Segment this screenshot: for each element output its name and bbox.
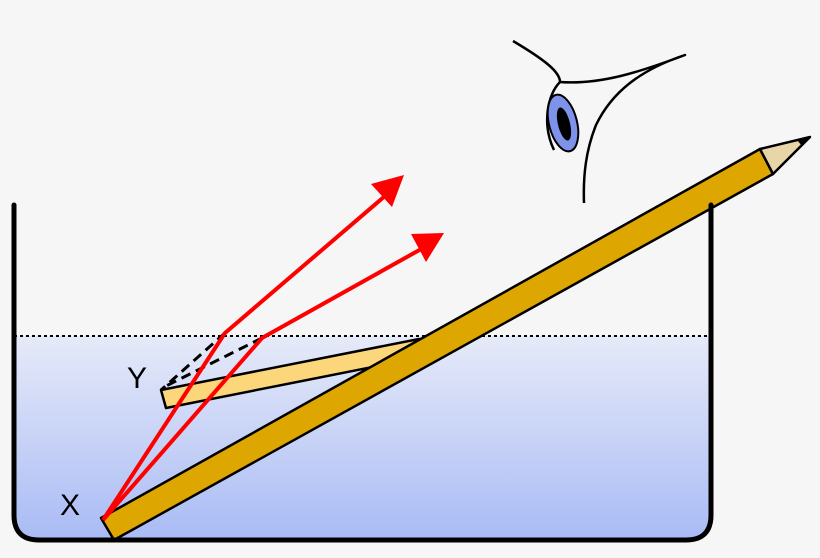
light-rays <box>101 194 424 522</box>
light-ray-lower <box>101 246 424 522</box>
ray-arrowhead-lower <box>411 233 444 262</box>
virtual-ray-2 <box>165 336 263 388</box>
label-y: Y <box>127 362 147 395</box>
eye-icon <box>512 39 687 204</box>
light-ray-upper <box>101 194 387 522</box>
pencil-icon <box>99 135 812 542</box>
virtual-ray-1 <box>160 331 226 392</box>
pencil-lead <box>797 137 810 146</box>
container-outline <box>11 202 714 543</box>
ray-arrowhead-upper <box>371 175 404 207</box>
pencil-tip <box>758 135 812 176</box>
eye-outline <box>512 39 687 204</box>
eye-pupil <box>556 107 572 141</box>
label-x: X <box>60 489 80 522</box>
